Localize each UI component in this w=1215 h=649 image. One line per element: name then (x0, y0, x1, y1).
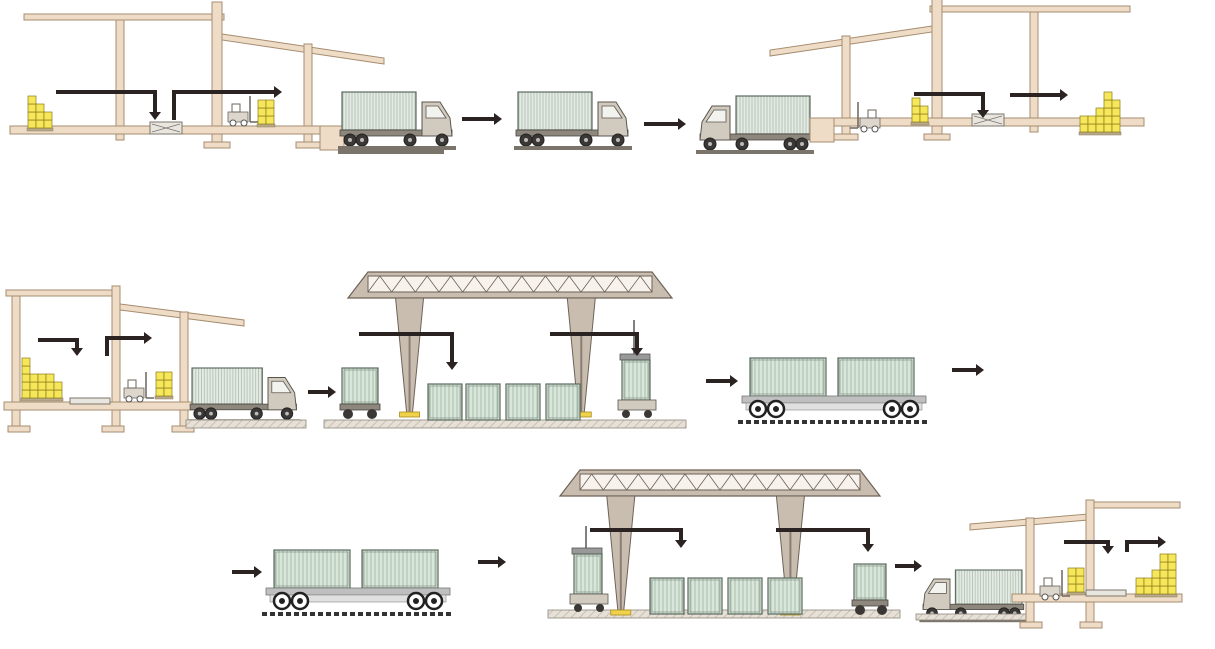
flow-arrow-icon (478, 556, 506, 568)
container-truck-icon (851, 563, 889, 615)
pallet-boxes-origin (26, 95, 54, 132)
pallet-boxes-rail-origin (20, 357, 64, 402)
ground-strip (323, 419, 687, 429)
flow-arrow-crane-2b (776, 528, 874, 552)
container-truck-icon (919, 569, 1026, 623)
flow-arrow-final-1 (1064, 540, 1114, 554)
pallet-boxes-destination (1078, 91, 1122, 136)
flow-arrow-icon (462, 113, 502, 125)
ground-strip (915, 613, 1029, 621)
flow-arrow-crane-2a (590, 528, 687, 548)
rail-flatcar-outbound (738, 357, 927, 424)
forklift-icon (123, 372, 154, 403)
crane-spreader-2 (569, 526, 609, 612)
ground-strip (185, 419, 307, 429)
container-truck-icon (696, 95, 814, 154)
container-truck-icon (188, 367, 301, 424)
flow-arrow-crane-1a (359, 332, 458, 370)
pallet-boxes-forklift-dest (910, 97, 930, 126)
flow-arrow-crane-1b (550, 332, 643, 356)
warehouse-destination (769, 0, 1145, 143)
container-stack (427, 383, 581, 421)
warehouse-rail-destination (969, 499, 1183, 629)
flow-arrow-icon (706, 375, 738, 387)
flow-arrow-to-forklift (172, 86, 282, 120)
flow-arrow-icon (895, 560, 922, 572)
forklift-icon (1039, 570, 1070, 601)
pallet-boxes-forklift-final (1066, 567, 1086, 596)
pallet-boxes-forklift (256, 99, 276, 128)
ground-strip (547, 609, 901, 619)
rail-flatcar-inbound (262, 549, 451, 616)
flow-arrow-icon (1010, 89, 1068, 101)
flow-arrow-rail-1 (38, 338, 83, 356)
gantry-crane-terminal-2 (558, 469, 882, 616)
flow-arrow-final-2 (1125, 536, 1166, 552)
pallet-boxes-final (1134, 553, 1178, 598)
flow-arrow-to-dock-dest (914, 92, 989, 118)
flow-arrow-icon (308, 386, 336, 398)
crane-spreader (617, 320, 657, 418)
pallet-boxes-rail-forklift (154, 371, 174, 400)
container-truck-icon (338, 91, 456, 150)
forklift-icon (850, 102, 881, 133)
container-truck-icon (339, 367, 381, 419)
flow-arrow-icon (644, 118, 686, 130)
flow-arrow-icon (952, 364, 984, 376)
flow-arrow-to-dock (56, 90, 161, 120)
gantry-crane-terminal-1 (346, 271, 674, 418)
warehouse-origin (9, 1, 385, 151)
container-truck-icon (514, 91, 632, 150)
flow-arrow-rail-2 (105, 332, 152, 356)
flow-arrow-icon (232, 566, 262, 578)
warehouse-rail-origin (3, 285, 245, 433)
container-stack-2 (649, 577, 803, 615)
forklift-icon (227, 96, 258, 127)
